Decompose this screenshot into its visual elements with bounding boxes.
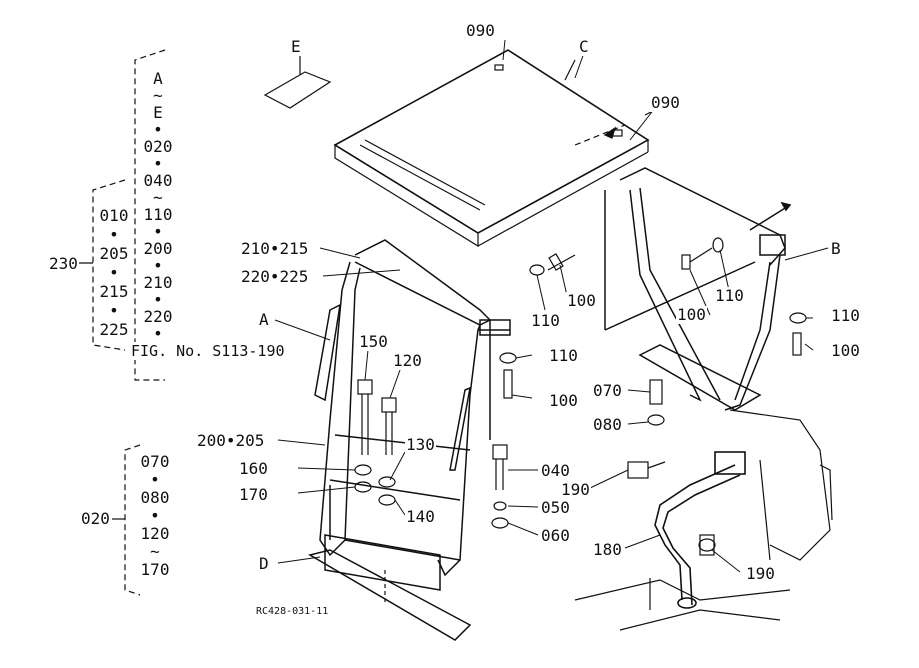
label-070: 070: [592, 381, 623, 400]
machine-body: [574, 409, 833, 631]
label-160: 160: [238, 459, 269, 478]
legend-entry: E: [153, 103, 163, 122]
legend-entry: •: [153, 324, 163, 343]
label-100-d: 100: [548, 391, 579, 410]
side-frame-b: [604, 167, 792, 411]
label-190-a: 190: [560, 480, 591, 499]
label-040: 040: [540, 461, 571, 480]
label-c: C: [578, 37, 590, 56]
label-060: 060: [540, 526, 571, 545]
legend-entry: 070: [140, 452, 170, 471]
legend-entry: 215: [99, 282, 129, 301]
legend-entry: •: [153, 222, 163, 241]
label-090-right: 090: [650, 93, 681, 112]
floor-plate-d: [308, 549, 472, 641]
label-170: 170: [238, 485, 269, 504]
label-120: 120: [392, 351, 423, 370]
label-150: 150: [358, 332, 389, 351]
label-090-top: 090: [465, 21, 496, 40]
legend-entry: A: [153, 69, 163, 88]
label-100-a: 100: [566, 291, 597, 310]
legend-entry: •: [109, 225, 119, 244]
legend-entry: •: [153, 290, 163, 309]
label-200-205: 200•205: [196, 431, 266, 450]
label-180: 180: [592, 540, 623, 559]
label-130: 130: [405, 435, 436, 454]
rear-frame-a: [314, 239, 511, 591]
legend-entry: •: [153, 154, 163, 173]
legend-entry: •: [153, 120, 163, 139]
legend-entry: 110: [143, 205, 173, 224]
legend-entry: 170: [140, 560, 170, 579]
label-110-b: 110: [714, 286, 745, 305]
label-100-b: 100: [676, 305, 707, 324]
legend-entry: •: [109, 263, 119, 282]
legend-entry: 210: [143, 273, 173, 292]
legend-entry: 080: [140, 488, 170, 507]
label-080: 080: [592, 415, 623, 434]
legend-entry: ~: [150, 542, 160, 561]
legend-bottom-column: 070•080•120~170: [134, 453, 176, 579]
label-e: E: [290, 37, 302, 56]
roof-panel-c: [333, 49, 656, 248]
label-230: 230: [48, 254, 79, 273]
label-a: A: [258, 310, 270, 329]
legend-entry: 120: [140, 524, 170, 543]
legend-entry: 220: [143, 307, 173, 326]
label-190-b: 190: [745, 564, 776, 583]
label-210-215: 210•215: [240, 239, 310, 258]
legend-entry: •: [150, 470, 160, 489]
legend-entry: •: [150, 506, 160, 525]
leader-lines: [274, 39, 829, 573]
label-b: B: [830, 239, 842, 258]
label-110-d: 110: [548, 346, 579, 365]
legend-entry: 205: [99, 244, 129, 263]
legend-top-column: A~E•020•040~110•200•210•220•: [138, 70, 178, 342]
label-110-c: 110: [830, 306, 861, 325]
legend-entry: 010: [99, 206, 129, 225]
legend-entry: 020: [143, 137, 173, 156]
drawing-code: RC428-031-11: [256, 606, 329, 617]
label-110-a: 110: [530, 311, 561, 330]
label-220-225: 220•225: [240, 267, 310, 286]
label-050: 050: [540, 498, 571, 517]
legend-mid-column: 010•205•215•225: [94, 206, 134, 339]
legend-entry: 225: [99, 320, 129, 339]
label-100-c: 100: [830, 341, 861, 360]
label-020: 020: [80, 509, 111, 528]
legend-entry: ~: [153, 86, 163, 105]
legend-entry: 200: [143, 239, 173, 258]
hose-180: [654, 451, 746, 609]
legend-entry: •: [153, 256, 163, 275]
panel-e: [263, 55, 332, 109]
legend-entry: 040: [143, 171, 173, 190]
label-140: 140: [405, 507, 436, 526]
label-d: D: [258, 554, 270, 573]
figure-reference: FIG. No. S113-190: [130, 342, 286, 360]
legend-brackets: [70, 49, 166, 596]
legend-entry: ~: [153, 188, 163, 207]
legend-entry: •: [109, 301, 119, 320]
